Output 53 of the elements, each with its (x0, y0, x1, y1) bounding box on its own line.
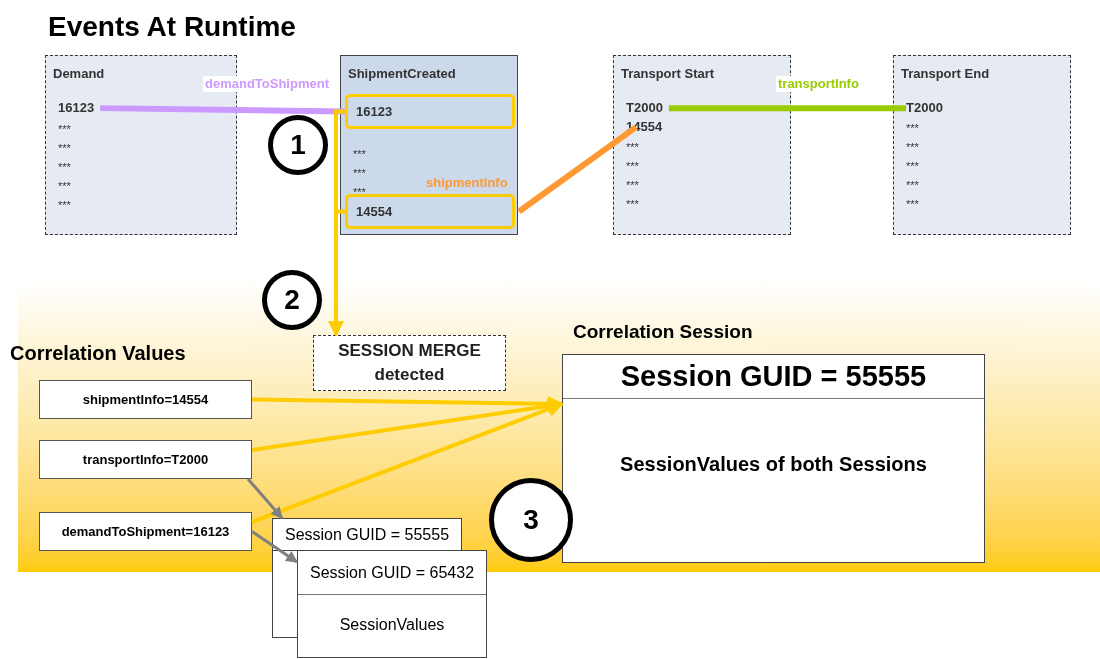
value-text: T2000 (906, 100, 943, 117)
placeholder-text: *** (906, 123, 919, 134)
session-guid: Session GUID = 55555 (284, 524, 450, 545)
edge-label: shipmentInfo (424, 175, 510, 192)
arrow (251, 398, 564, 452)
connector-line (668, 105, 906, 112)
merge-text: SESSION MERGE detected (337, 340, 482, 386)
event-box (893, 55, 1071, 235)
placeholder-text: *** (906, 161, 919, 172)
session-values: SessionValues (339, 615, 445, 635)
edge-label: transportInfo (776, 76, 861, 93)
session-values: SessionValues of both Sessions (620, 452, 927, 477)
connector-line (100, 105, 346, 115)
merge-box (313, 335, 506, 391)
placeholder-text: *** (626, 199, 639, 210)
value-text: T2000 (626, 100, 663, 117)
value-box: transportInfo=T2000 (39, 440, 252, 479)
placeholder-text: *** (58, 143, 71, 154)
box-heading: Demand (53, 65, 105, 83)
box-heading: Correlation Session (573, 320, 753, 344)
section-heading: Correlation Values (10, 341, 186, 366)
placeholder-text: *** (626, 161, 639, 172)
placeholder-text: *** (353, 149, 366, 160)
highlighted-value: 14554 (345, 194, 515, 229)
edge-label: demandToShipment (203, 76, 331, 93)
placeholder-text: *** (58, 162, 71, 173)
placeholder-text: *** (906, 180, 919, 191)
session-box (272, 518, 462, 551)
arrow (328, 209, 345, 337)
value-box: demandToShipment=16123 (39, 512, 252, 551)
placeholder-text: *** (58, 124, 71, 135)
placeholder-text: *** (58, 181, 71, 192)
arrow (246, 478, 284, 519)
box-heading: Transport End (901, 65, 990, 83)
placeholder-text: *** (626, 142, 639, 153)
connector-line (517, 124, 638, 214)
session-guid: Session GUID = 65432 (309, 562, 475, 583)
arrow (251, 401, 564, 524)
value-text: 16123 (58, 100, 95, 117)
diagram-title: Events At Runtime (48, 10, 296, 44)
placeholder-text: *** (906, 199, 919, 210)
session-guid: Session GUID = 55555 (620, 358, 927, 394)
arrow (251, 530, 298, 564)
placeholder-text: *** (58, 200, 71, 211)
placeholder-text: *** (626, 180, 639, 191)
placeholder-text: *** (906, 142, 919, 153)
box-heading: Transport Start (621, 65, 715, 83)
event-box (340, 55, 518, 235)
session-box (297, 550, 487, 658)
highlighted-value: 16123 (345, 94, 515, 129)
value-box: shipmentInfo=14554 (39, 380, 252, 419)
placeholder-text: *** (353, 168, 366, 179)
box-heading: ShipmentCreated (348, 65, 456, 83)
